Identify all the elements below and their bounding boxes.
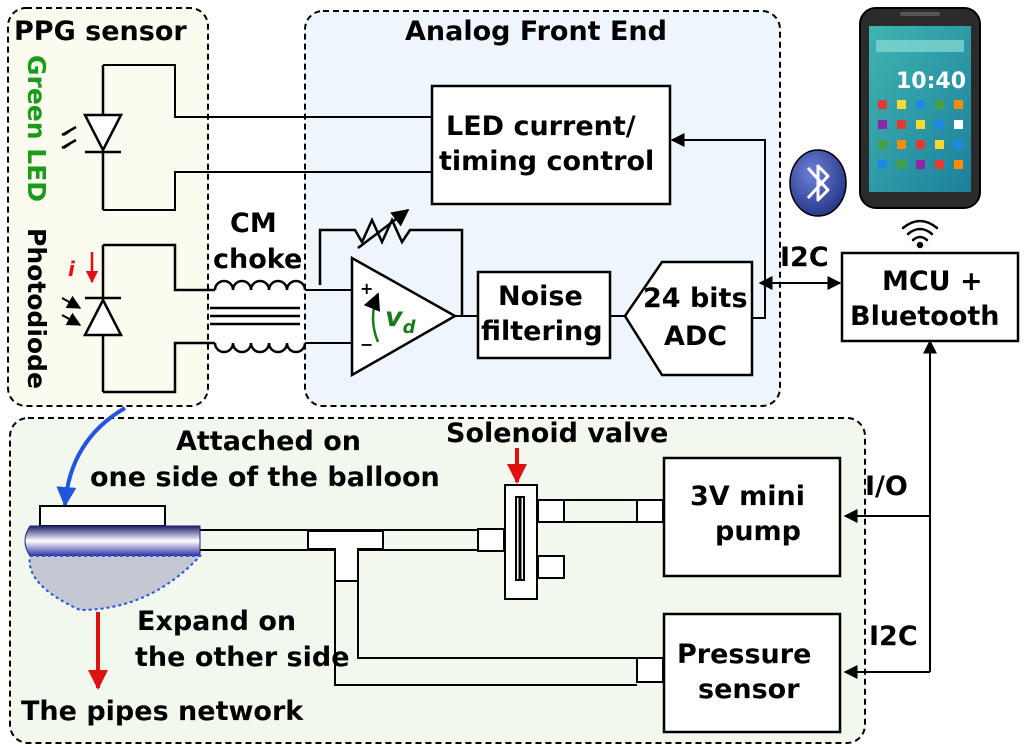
led-control-block (430, 84, 672, 206)
variable-feedback-resistor (318, 208, 464, 316)
mcu-label-line1: MCU + (882, 266, 983, 297)
i2c-bottom-label: I2C (869, 621, 918, 652)
solenoid-label: Solenoid valve (446, 418, 668, 449)
pump-port (636, 499, 664, 523)
amp-minus-sign: − (360, 335, 373, 354)
io-label: I/O (865, 471, 908, 502)
cm-choke-label-line1: CM (230, 208, 277, 239)
pump-label-line1: 3V mini (690, 481, 805, 512)
cm-choke-label-line2: choke (213, 244, 302, 275)
solenoid-valve (477, 484, 565, 600)
photocurrent-symbol: i (68, 257, 76, 281)
app-icons-grid (878, 100, 963, 169)
mcu-label-line2: Bluetooth (850, 301, 1000, 332)
led-control-label-line2: timing control (439, 146, 654, 177)
attached-label-line2: one side of the balloon (90, 462, 440, 493)
ppg-panel-title: PPG sensor (14, 16, 187, 47)
ppg-panel (7, 7, 209, 407)
vd-arrow (363, 292, 381, 343)
pipes-network-label: The pipes network (21, 696, 304, 727)
wifi-icon (901, 219, 939, 249)
expand-label-line2: the other side (135, 642, 350, 673)
pressure-label-line1: Pressure (677, 639, 811, 670)
smartphone-icon: 10:40 (859, 7, 981, 209)
noise-filter-block (476, 270, 612, 360)
pressure-port (636, 657, 664, 683)
pump-block (662, 456, 842, 578)
vd-label: vd (385, 302, 417, 338)
pressure-label-line2: sensor (698, 674, 800, 705)
afe-panel-title: Analog Front End (405, 16, 667, 47)
mcu-bluetooth-block (840, 251, 1020, 343)
adc-label-line2: ADC (664, 321, 727, 352)
noise-filter-label-line1: Noise (498, 281, 583, 312)
pressure-sensor-block (662, 612, 842, 734)
balloon (24, 505, 203, 612)
attach-arrow (56, 406, 127, 507)
green-led-label: Green LED (22, 55, 51, 202)
photodiode-symbol (82, 243, 215, 394)
photodiode-label: Photodiode (22, 228, 51, 389)
led-control-label-line1: LED current/ (446, 111, 636, 142)
differential-amplifier (350, 255, 458, 378)
amp-plus-sign: + (360, 279, 373, 298)
cm-choke-symbol (210, 279, 307, 354)
expand-label-line1: Expand on (137, 606, 296, 637)
bluetooth-icon (789, 149, 847, 217)
attached-label-line1: Attached on (176, 426, 361, 457)
adc-to-led-control-line (670, 133, 766, 319)
led-top-wire (103, 64, 432, 118)
choke-to-amp-wires (305, 289, 352, 344)
led-bottom-wire (103, 171, 432, 211)
noise-filter-label-line2: filtering (481, 316, 603, 347)
phone-clock: 10:40 (896, 69, 966, 94)
adc-label-line1: 24 bits (643, 283, 748, 314)
i2c-top-label: I2C (780, 242, 829, 273)
pump-label-line2: pump (715, 516, 801, 547)
light-input-arrows (61, 295, 82, 326)
led-emission-arrows (63, 130, 71, 149)
tee-junction (307, 530, 384, 582)
